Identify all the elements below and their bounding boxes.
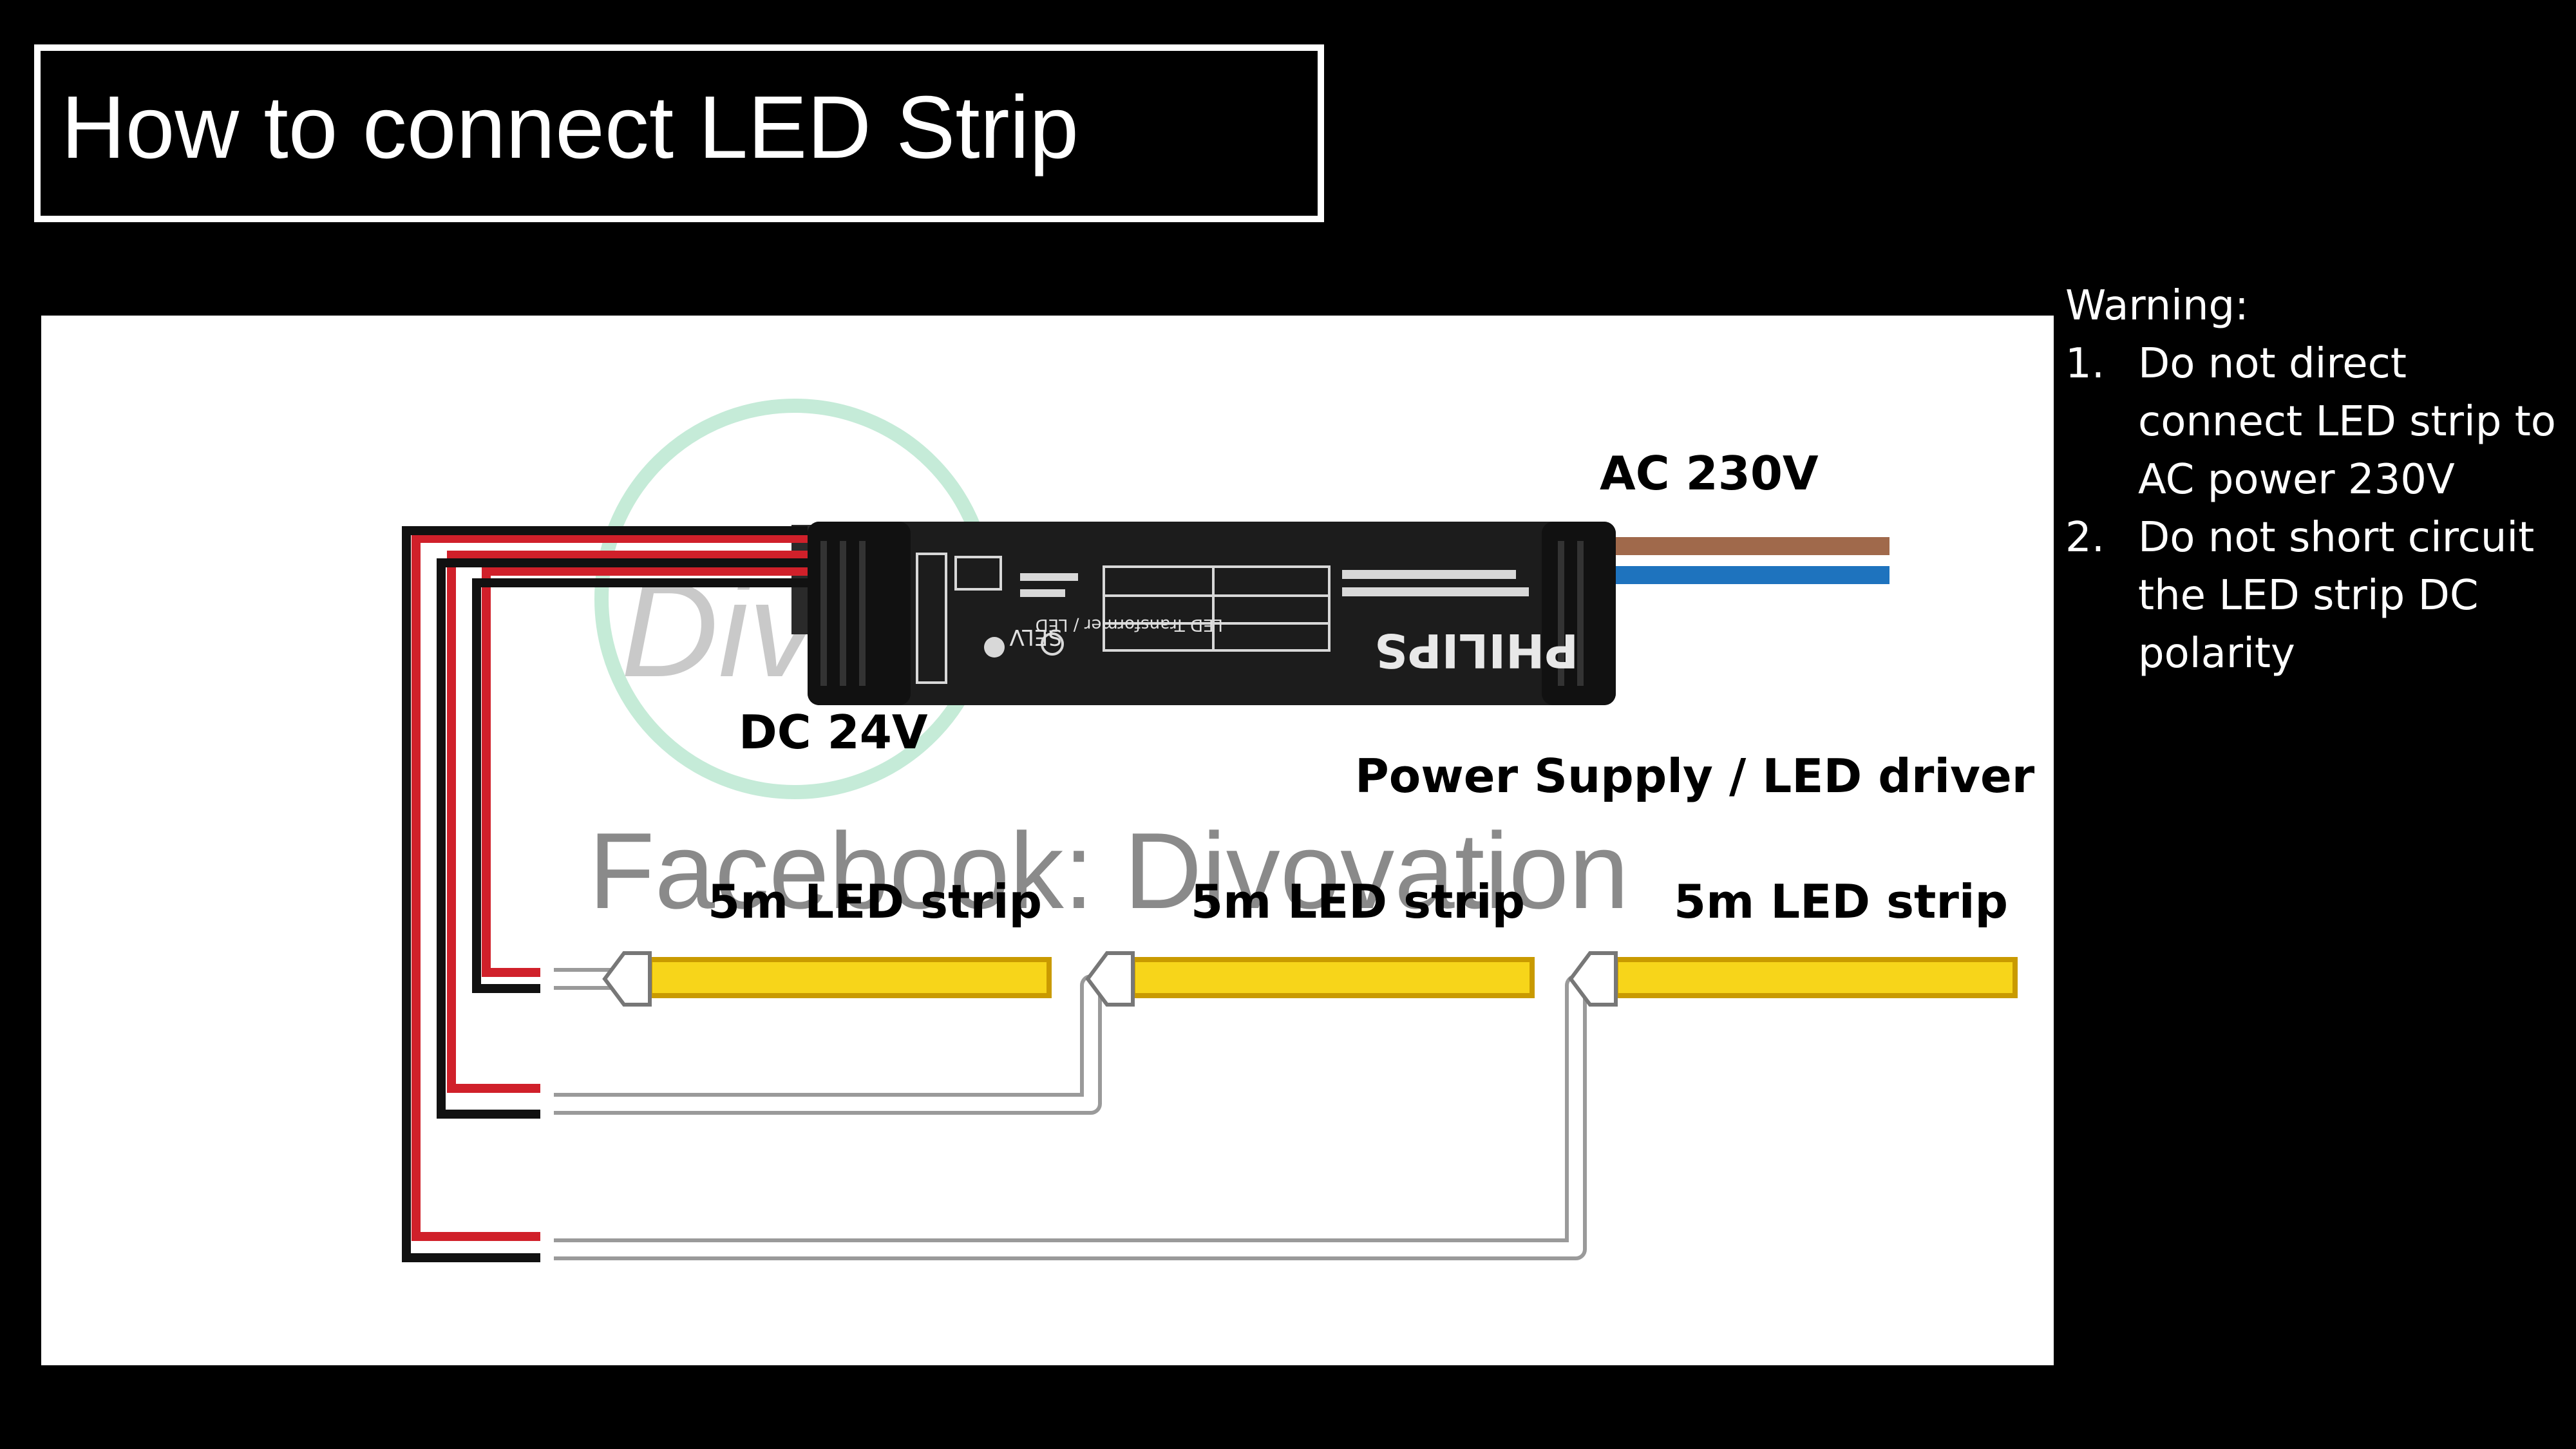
ac-wires xyxy=(1587,537,1889,584)
warning-box: Warning: 1. Do not direct connect LED str… xyxy=(2065,277,2574,683)
led-strip xyxy=(1568,951,2018,1007)
led-strip xyxy=(1085,951,1535,1007)
title-box: How to connect LED Strip xyxy=(34,44,1324,222)
wiring-diagram: Divovation xyxy=(41,316,2054,1365)
strip-body xyxy=(647,957,1052,998)
warning-item-text: Do not short circuit the LED strip DC po… xyxy=(2138,514,2535,677)
page-title: How to connect LED Strip xyxy=(61,78,1079,177)
warning-item: 1. Do not direct connect LED strip to AC … xyxy=(2065,335,2574,509)
driver-brand-text: PHILIPS xyxy=(1374,623,1578,677)
strip-label: 5m LED strip xyxy=(708,875,1042,929)
strip-connector xyxy=(1085,951,1135,1007)
warning-item: 2. Do not short circuit the LED strip DC … xyxy=(2065,509,2574,683)
strip-connector xyxy=(1568,951,1618,1007)
strip-label: 5m LED strip xyxy=(1674,875,2008,929)
ac-label: AC 230V xyxy=(1600,446,1819,500)
wiring-diagram-svg: Divovation xyxy=(402,399,2035,1262)
warning-item-number: 1. xyxy=(2065,340,2105,388)
warning-list: 1. Do not direct connect LED strip to AC … xyxy=(2065,335,2574,683)
strip-connector xyxy=(602,951,652,1007)
strip-body xyxy=(1130,957,1535,998)
driver-label: Power Supply / LED driver xyxy=(1355,749,2035,803)
dc-wires xyxy=(402,526,808,1262)
strip-labels: 5m LED strip 5m LED strip 5m LED strip xyxy=(708,875,2008,929)
warning-item-number: 2. xyxy=(2065,514,2105,562)
driver-spec-text: LED Transformer / LED xyxy=(1036,615,1223,634)
feeder-cables xyxy=(554,968,1613,1260)
dc-label: DC 24V xyxy=(739,705,928,759)
warning-heading: Warning: xyxy=(2065,282,2249,330)
watermark-text: Facebook: Divovation xyxy=(589,810,1629,931)
led-strips xyxy=(602,951,2018,1007)
driver-selv-text: SELV xyxy=(1009,624,1062,650)
strip-body xyxy=(1613,957,2018,998)
strip-label: 5m LED strip xyxy=(1191,875,1525,929)
led-strip xyxy=(602,951,1052,1007)
led-driver: PHILIPS LED Transformer / LED SELV xyxy=(791,522,1616,705)
warning-item-text: Do not direct connect LED strip to AC po… xyxy=(2138,340,2556,504)
